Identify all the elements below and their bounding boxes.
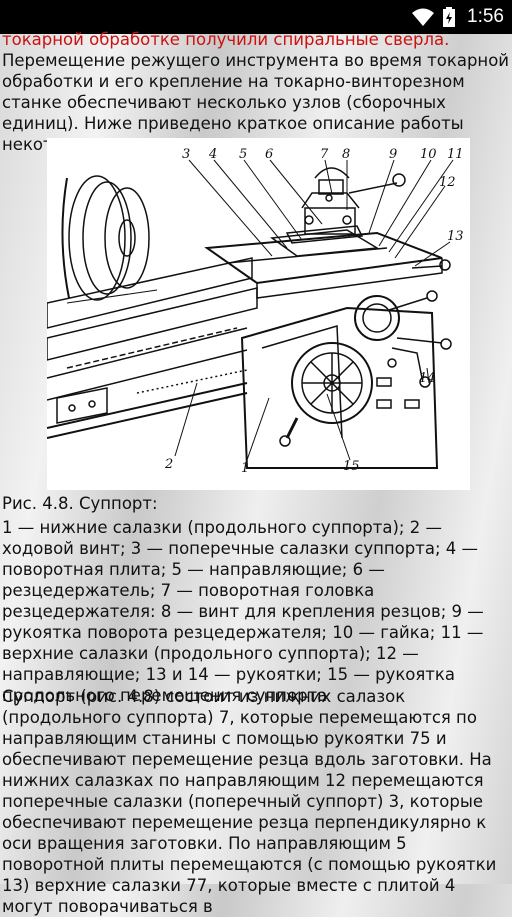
clock: 1:56 xyxy=(467,6,504,27)
figure-label: 11 xyxy=(447,147,464,162)
figure-label: 4 xyxy=(208,147,217,162)
article-content: токарной обработке получили спиральные с… xyxy=(0,30,512,155)
figure-label: 13 xyxy=(447,229,464,244)
figure-label: 15 xyxy=(343,459,360,474)
wifi-icon xyxy=(412,8,435,26)
figure-label: 10 xyxy=(420,147,437,162)
figure-label: 9 xyxy=(389,147,397,162)
figure-label: 3 xyxy=(182,147,190,162)
battery-icon xyxy=(443,7,456,27)
figure-label: 8 xyxy=(342,147,350,162)
figure-label: 12 xyxy=(439,175,456,190)
figure-lathe-carriage: 3 4 5 6 7 8 9 10 11 12 13 14 15 2 1 xyxy=(46,138,470,490)
status-bar: 1:56 xyxy=(0,0,512,34)
article-body: Суппорт (рис. 4.8) состоит из нижних сал… xyxy=(2,687,497,916)
figure-label: 2 xyxy=(164,457,173,472)
figure-caption-legend: 1 — нижние салазки (продольного суппорта… xyxy=(2,518,484,705)
lathe-carriage-drawing: 3 4 5 6 7 8 9 10 11 12 13 14 15 2 1 xyxy=(46,147,464,476)
figure-caption-title: Рис. 4.8. Суппорт: xyxy=(2,494,158,513)
article-intro: Перемещение режущего инструмента во врем… xyxy=(2,51,510,154)
figure-label: 1 xyxy=(241,461,249,476)
figure-label: 5 xyxy=(239,147,247,162)
figure-label: 7 xyxy=(320,147,329,162)
article-red-line: токарной обработке получили спиральные с… xyxy=(2,30,450,49)
figure-label: 14 xyxy=(419,371,436,386)
figure-label: 6 xyxy=(265,147,273,162)
